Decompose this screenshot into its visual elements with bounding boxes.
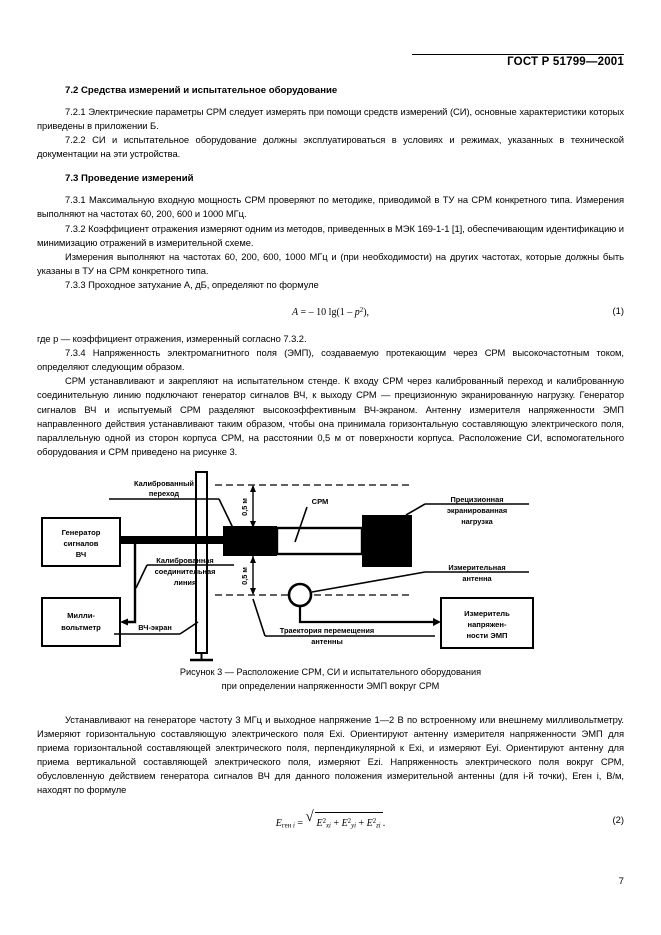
formula-1-expression: A xyxy=(291,307,299,319)
section-heading-7-3: 7.3 Проведение измерений xyxy=(65,173,194,185)
calibrated-line-label-line1: Калиброванная xyxy=(156,556,213,565)
millivoltmeter-box xyxy=(41,597,121,647)
spacer xyxy=(37,186,624,193)
document-body-after-figure: Устанавливают на генераторе частоту 3 МГ… xyxy=(37,713,624,834)
rf-screen-label: ВЧ-экран xyxy=(138,623,172,632)
calibrated-connecting-line xyxy=(128,540,137,624)
generator-box xyxy=(41,517,121,567)
paragraph-7-3-2: 7.3.2 Коэффициент отражения измеряют одн… xyxy=(37,222,624,248)
paragraph-7-3-4-setup: СРМ устанавливают и закрепляют на испыта… xyxy=(37,375,624,457)
millivoltmeter-label-line2: вольтметр xyxy=(61,623,101,632)
srm-label: СРМ xyxy=(312,497,329,506)
figure-caption-line1: Рисунок 3 — Расположение СРМ, СИ и испыт… xyxy=(179,667,482,677)
emp-meter-label-line1: Измеритель xyxy=(464,609,510,618)
generator-label-line3: ВЧ xyxy=(76,550,87,559)
spacer xyxy=(37,321,624,332)
header-rule xyxy=(412,54,624,55)
dimension-top-label: 0,5 м xyxy=(240,498,249,516)
paragraph-7-2-2: 7.2.2 СИ и испытательное оборудование до… xyxy=(37,134,624,160)
emp-meter-box xyxy=(440,597,534,649)
srm-body xyxy=(275,526,364,556)
measuring-antenna-label-line1: Измерительная xyxy=(448,563,505,572)
generator-label-line2: сигналов xyxy=(64,539,99,548)
precision-load-label-line1: Прецизионная xyxy=(450,495,503,504)
formula-2: Eген i = √ E2xi + E2yi + E2zi . (2) xyxy=(37,808,624,835)
emp-meter-label-line3: ности ЭМП xyxy=(466,631,507,640)
paragraph-7-3-4: 7.3.4 Напряженность электромагнитного по… xyxy=(37,347,624,373)
calibrated-line-label-line2: соединительная xyxy=(155,567,216,576)
calibrated-line-label-line3: линия xyxy=(174,578,197,587)
calibrated-transition-block xyxy=(223,526,277,556)
paragraph-7-3-3: 7.3.3 Проходное затухание А, дБ, определ… xyxy=(65,278,319,290)
figure-caption-line2: при определении напряженности ЭМП вокруг… xyxy=(221,680,440,691)
figure-3: Генератор сигналов ВЧ Милли- вольтметр xyxy=(37,470,624,700)
calibrated-line-leader xyxy=(135,564,148,589)
rf-screen-leader xyxy=(179,621,199,635)
formula-2-sqrt: √ E2xi + E2yi + E2zi xyxy=(305,808,383,835)
precision-load-leader xyxy=(405,503,426,516)
document-body: 7.2 Средства измерений и испытательное о… xyxy=(37,84,624,459)
antenna-path-label-line1: Траектория перемещения xyxy=(280,626,374,635)
dimension-bottom-arrow-up xyxy=(250,556,256,563)
measuring-antenna-label-line2: антенна xyxy=(462,574,492,583)
precision-load-label-line2: экранированная xyxy=(447,506,507,515)
paragraph-7-2-1: 7.2.1 Электрические параметры СРМ следуе… xyxy=(37,106,624,132)
formula-1-where: где p — коэффициент отражения, измеренны… xyxy=(37,333,307,345)
precision-shielded-load-block xyxy=(362,515,412,567)
paragraph-7-3-1: 7.3.1 Максимальную входную мощность СРМ … xyxy=(37,194,624,220)
calibrated-transition-leader xyxy=(218,498,234,529)
sqrt-icon: √ xyxy=(305,808,314,825)
paragraph-7-3-2-freq: Измерения выполняют на частотах 60, 200,… xyxy=(37,250,624,276)
page-header: ГОСТ Р 51799—2001 xyxy=(507,56,624,68)
dimension-top-arrow-up xyxy=(250,485,256,492)
precision-load-label-line3: нагрузка xyxy=(461,517,493,526)
dimension-bottom-label: 0,5 м xyxy=(240,567,249,585)
dimension-bottom-arrow-down xyxy=(250,588,256,595)
formula-1-number: (1) xyxy=(612,305,624,317)
millivoltmeter-label-line1: Милли- xyxy=(67,611,95,620)
generator-label-line1: Генератор xyxy=(62,528,101,537)
emp-meter-arrow xyxy=(433,618,441,626)
antenna-path-label-line2: антенны xyxy=(311,637,343,646)
calibrated-transition-label-line2: переход xyxy=(149,489,179,498)
page-number: 7 xyxy=(618,876,624,887)
spacer xyxy=(37,798,624,812)
standard-title: ГОСТ Р 51799—2001 xyxy=(507,56,624,68)
emp-meter-label-line2: напряжен- xyxy=(468,620,507,629)
paragraph-after-figure-text: Устанавливают на генераторе частоту 3 МГ… xyxy=(37,714,624,796)
measuring-antenna-leader xyxy=(311,571,426,593)
measuring-antenna-symbol xyxy=(287,582,313,608)
srm-leader xyxy=(294,506,308,543)
spacer xyxy=(37,98,624,105)
calibrated-transition-label-line1: Калиброванный xyxy=(134,479,194,488)
formula-2-number: (2) xyxy=(612,813,624,825)
antenna-path-leader xyxy=(252,598,266,637)
paragraph-after-figure: Устанавливают на генераторе частоту 3 МГ… xyxy=(37,713,624,798)
figure-3-diagram: Генератор сигналов ВЧ Милли- вольтметр xyxy=(41,471,534,662)
figure-3-caption: Рисунок 3 — Расположение СРМ, СИ и испыт… xyxy=(37,666,624,693)
formula-1: A = – 10 lg(1 – p2), (1) xyxy=(291,305,624,319)
spacer xyxy=(37,292,624,303)
dimension-top-arrow-down xyxy=(250,521,256,528)
millivoltmeter-arrow xyxy=(120,618,128,626)
spacer xyxy=(37,161,624,172)
antenna-to-meter-line xyxy=(298,606,435,624)
generator-feed-line xyxy=(120,536,223,544)
section-heading-7-2: 7.2 Средства измерений и испытательное о… xyxy=(65,85,338,96)
